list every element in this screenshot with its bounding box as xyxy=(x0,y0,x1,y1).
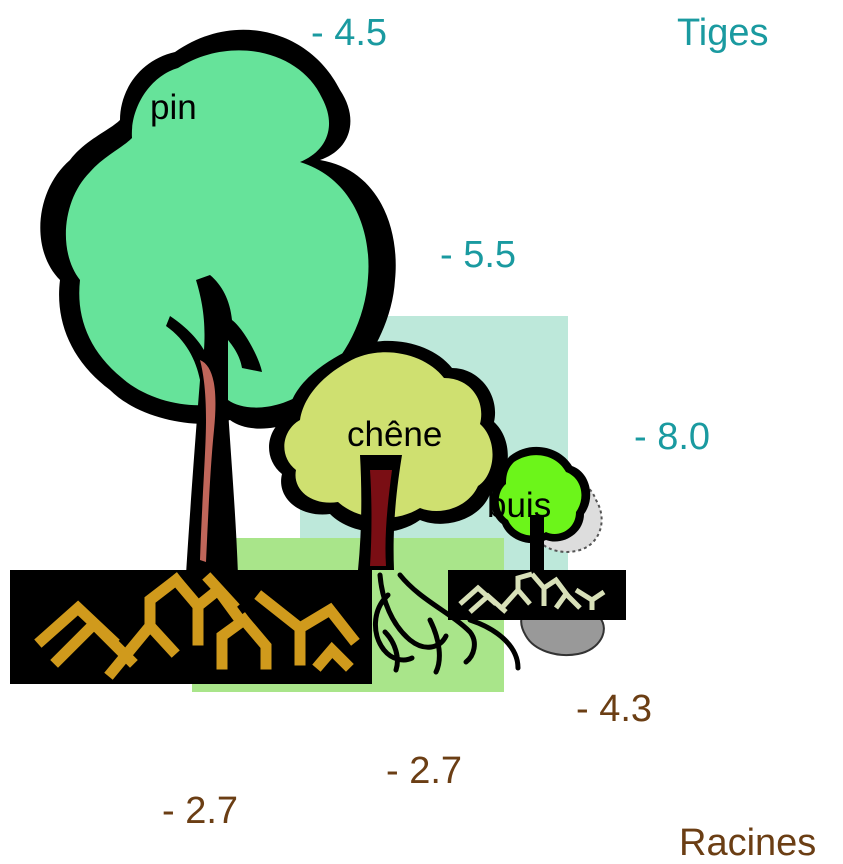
oak-root-value: - 2.7 xyxy=(386,750,463,792)
oak-stem-value: - 5.5 xyxy=(440,234,517,276)
oak-roots xyxy=(372,572,521,675)
oak-name: chêne xyxy=(347,415,443,454)
box-tree xyxy=(491,446,605,656)
stems-header: Tiges xyxy=(677,12,769,54)
box-foliage xyxy=(498,455,582,536)
pine-foliage xyxy=(65,50,369,408)
box-stem-value: - 8.0 xyxy=(634,416,711,458)
pine-stem-value: - 4.5 xyxy=(311,12,388,54)
box-trunk xyxy=(530,515,544,575)
box-roots xyxy=(458,571,606,614)
pine-name: pin xyxy=(150,88,197,127)
oak-tree xyxy=(269,340,521,675)
pine-root-value: - 2.7 xyxy=(162,790,239,832)
roots-header: Racines xyxy=(679,822,817,864)
oak-foliage xyxy=(284,352,493,519)
box-name: buis xyxy=(487,486,552,525)
pine-trunk-highlight xyxy=(200,360,216,562)
oak-trunk-red xyxy=(370,470,392,566)
pine-tree xyxy=(40,29,396,575)
box-root-value: - 4.3 xyxy=(576,688,653,730)
pine-roots xyxy=(34,572,360,680)
